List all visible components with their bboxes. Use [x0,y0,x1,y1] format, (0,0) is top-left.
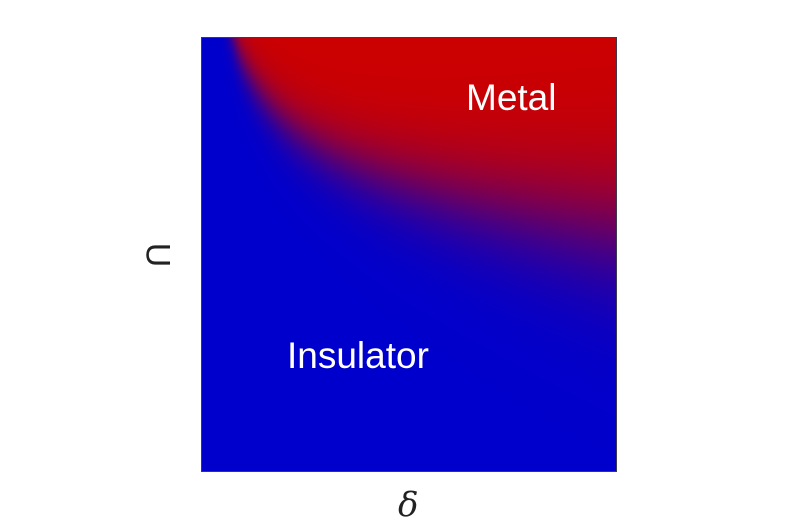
y-axis-label: U [138,242,177,268]
metal-region-label: Metal [466,77,557,118]
insulator-region-label: Insulator [287,335,429,376]
phase-heatmap [202,38,616,471]
phase-diagram-plot: Metal Insulator [201,37,617,472]
x-axis-label: δ [398,485,419,525]
